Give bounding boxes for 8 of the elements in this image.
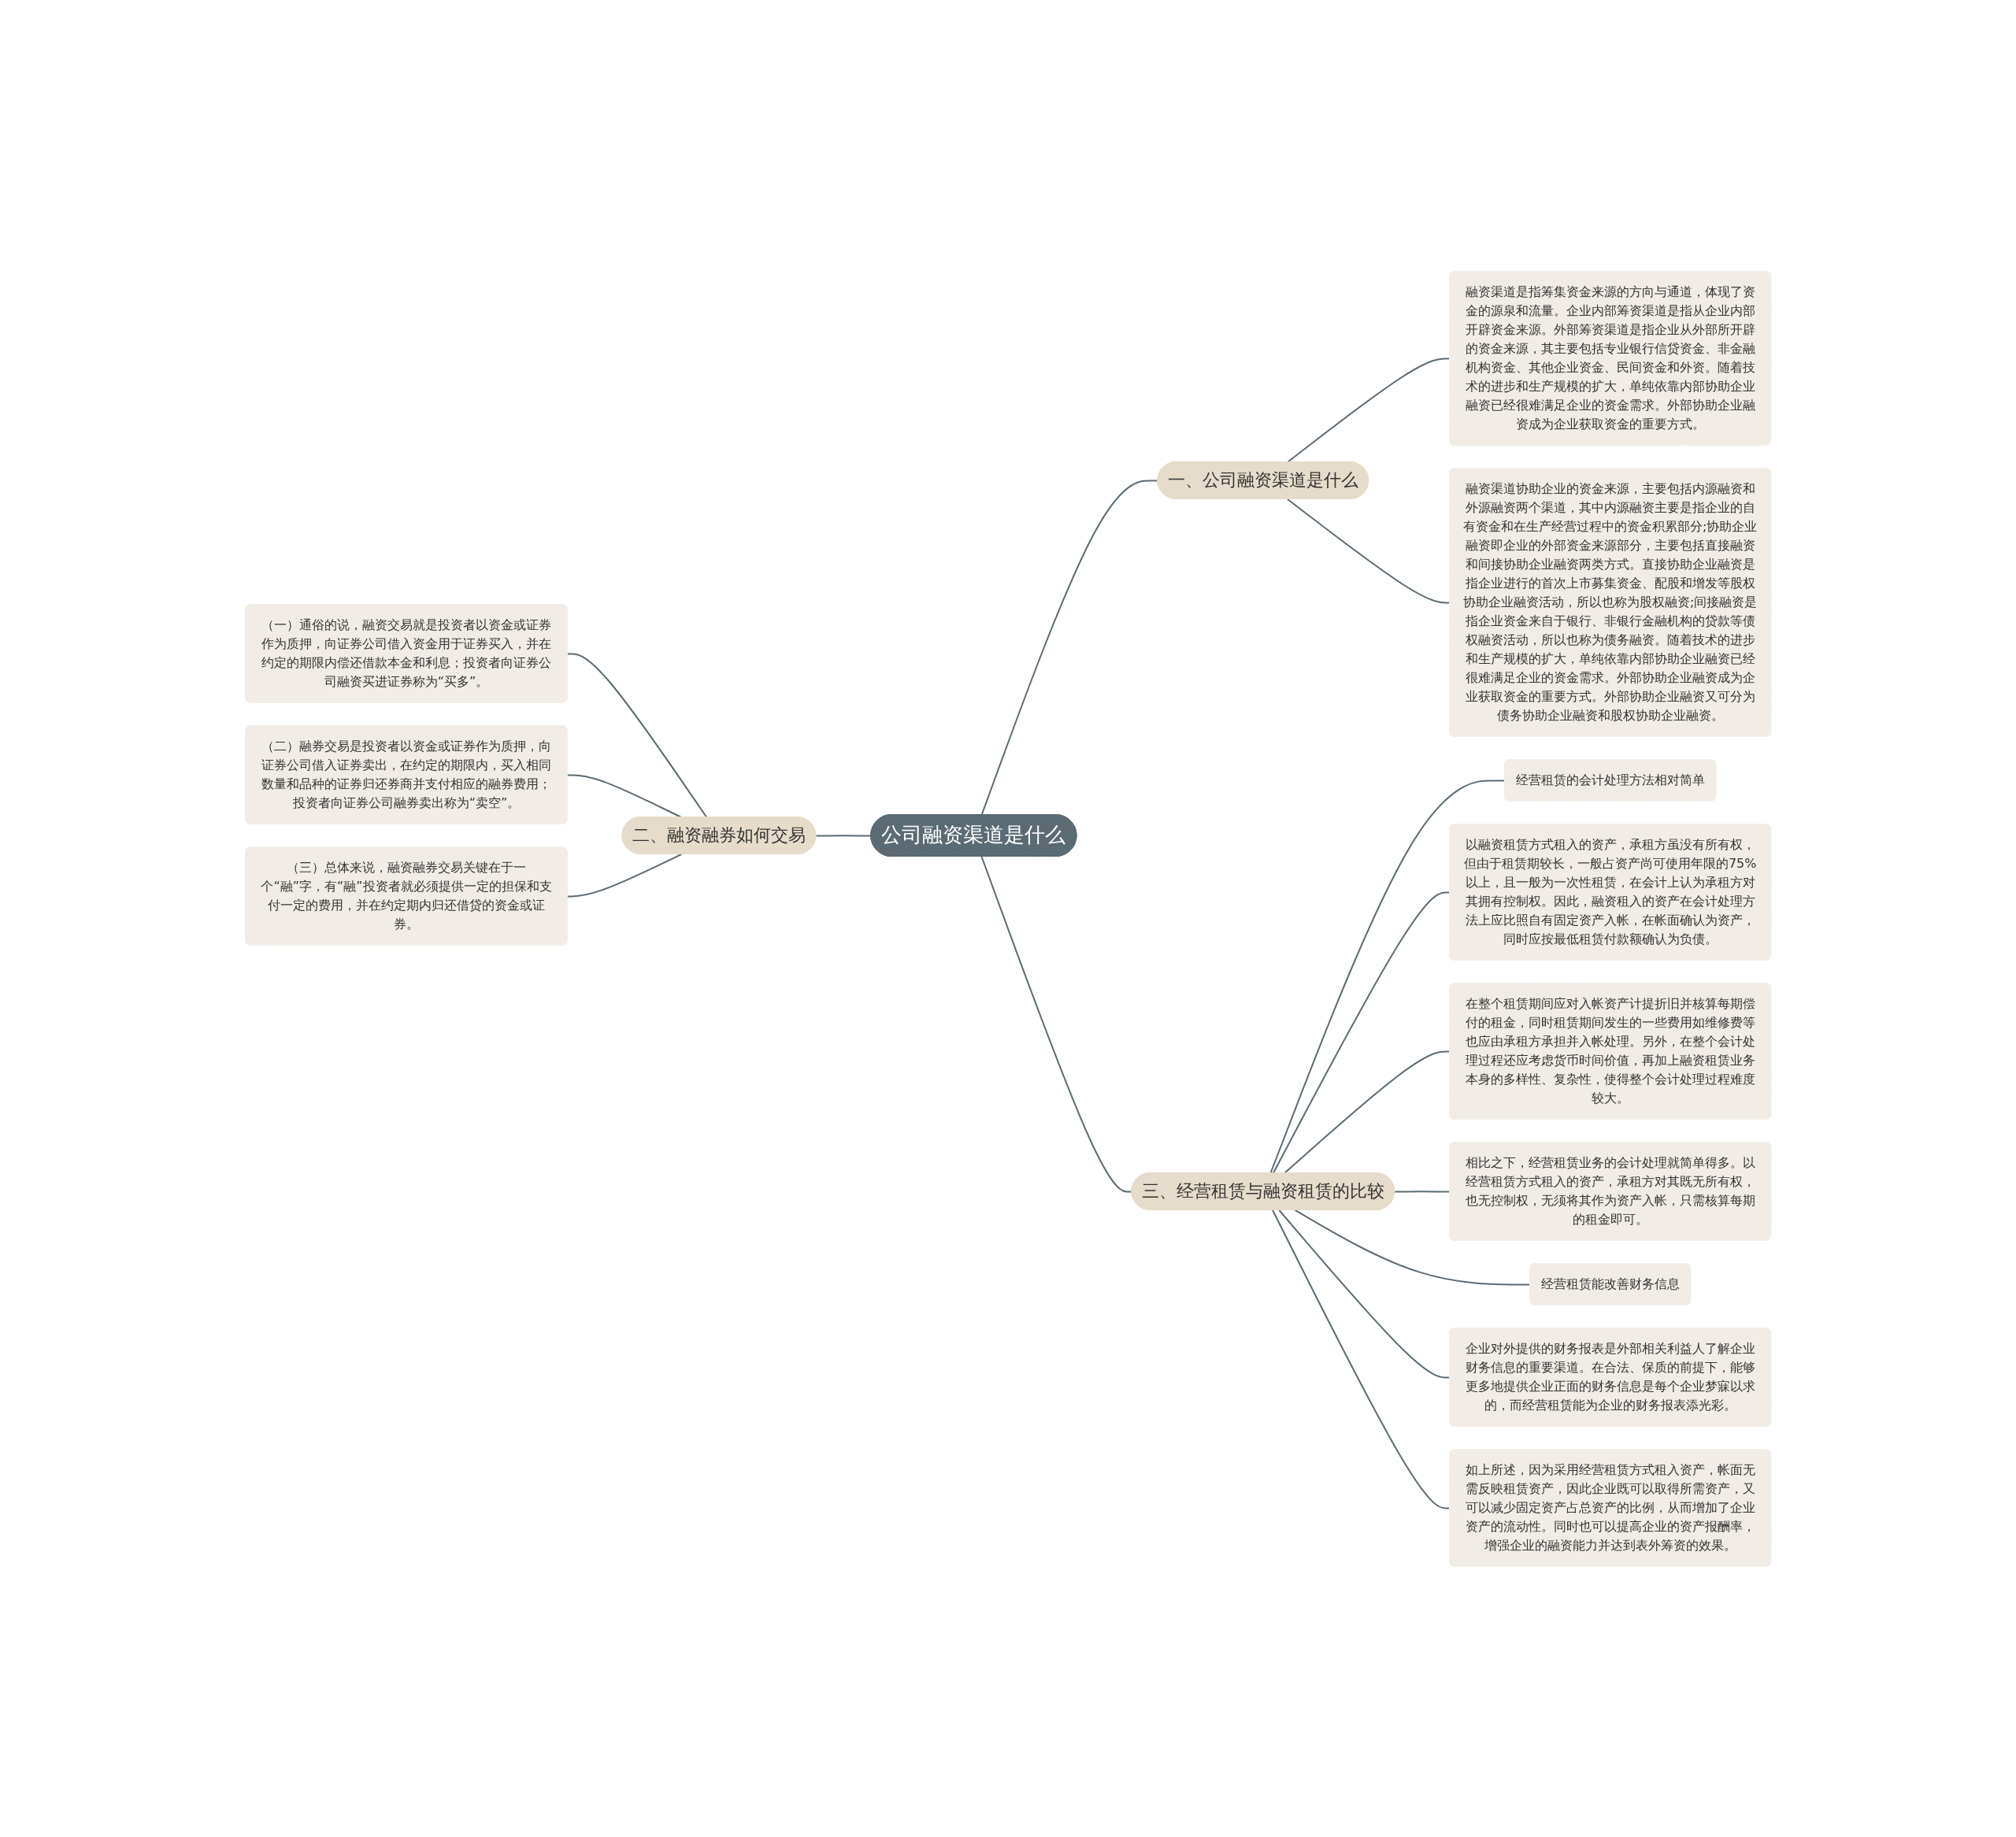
connector xyxy=(1393,1190,1451,1192)
connector xyxy=(814,834,872,836)
connector xyxy=(566,853,682,897)
connector xyxy=(1286,498,1451,603)
connector xyxy=(1286,357,1451,463)
connector xyxy=(1278,1209,1451,1378)
connector xyxy=(1294,1209,1531,1285)
connector xyxy=(1271,1209,1451,1509)
